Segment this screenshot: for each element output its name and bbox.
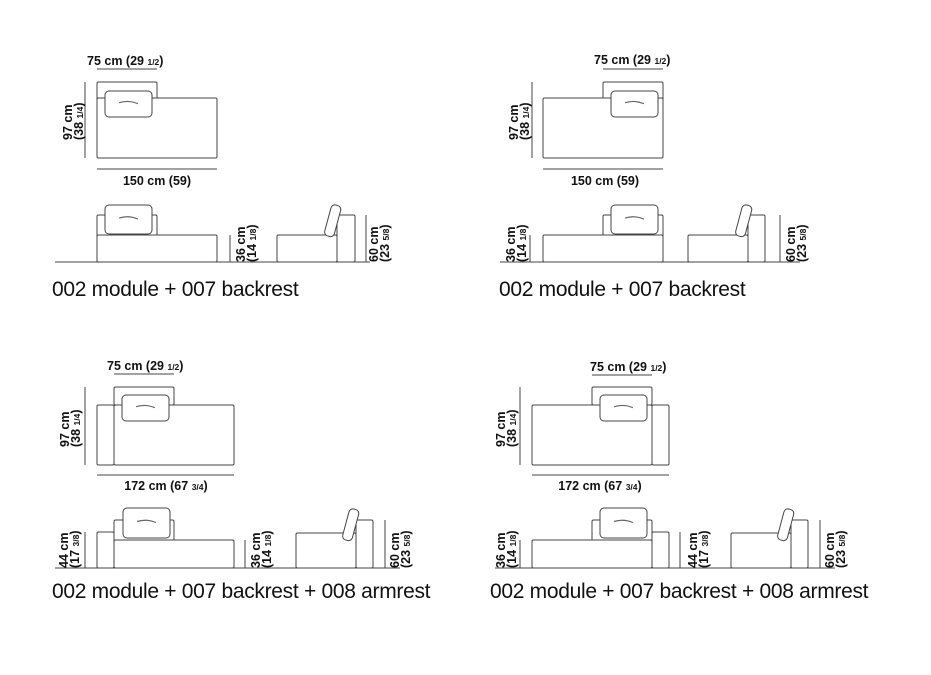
dimension-label: 172 cm (67 3/4) — [124, 479, 207, 493]
dimension-label: 60 cm(23 5/8) — [823, 530, 848, 568]
dimension-label: 60 cm(23 5/8) — [388, 530, 413, 568]
dimension-label: 172 cm (67 3/4) — [558, 479, 641, 493]
dimension-label: 44 cm(17 3/8) — [57, 530, 82, 568]
dimension-label: 36 cm(14 1/8) — [249, 530, 274, 568]
side-view-back — [336, 214, 356, 263]
dimension-label: 97 cm(38 1/4) — [61, 102, 86, 140]
stitch-line — [613, 404, 634, 409]
stitch-line — [135, 404, 156, 409]
dimension-label: 75 cm (29 1/2) — [107, 359, 183, 373]
backrest-cushion — [104, 90, 153, 118]
backrest-cushion — [610, 90, 659, 118]
dimension-label: 36 cm(14 1/8) — [504, 224, 529, 262]
front-view-seat — [531, 539, 653, 569]
config-3: 75 cm (29 1/2) 97 cm(38 1/4) 172 cm (67 3/… — [52, 359, 431, 603]
dimension-label: 75 cm (29 1/2) — [590, 360, 666, 374]
dimension-label: 36 cm(14 1/8) — [494, 530, 519, 568]
config-1: 75 cm (29 1/2) 97 cm(38 1/4) 150 cm (59) 36… — [52, 54, 392, 301]
dimension-label: 36 cm(14 1/8) — [234, 224, 259, 262]
stitch-line — [624, 100, 645, 105]
config-2: 75 cm (29 1/2) 97 cm(38 1/4) 150 cm (59) 36… — [499, 53, 809, 301]
side-view-armrest — [355, 519, 374, 569]
side-view-seat — [687, 234, 749, 263]
config-4: 75 cm (29 1/2) 97 cm(38 1/4) 172 cm (67 3/… — [490, 360, 869, 603]
backrest-cushion — [104, 204, 153, 235]
dimension-label: 44 cm(17 3/8) — [686, 530, 711, 568]
backrest-cushion-side — [324, 204, 342, 238]
top-view-armrest — [96, 404, 115, 466]
dimension-label: 97 cm(38 1/4) — [507, 102, 532, 140]
dimension-label: 97 cm(38 1/4) — [494, 409, 519, 447]
stitch-line — [136, 519, 157, 524]
configuration-caption: 002 module + 007 backrest + 008 armrest — [52, 580, 431, 603]
dimension-label: 75 cm (29 1/2) — [87, 54, 163, 68]
backrest-cushion — [599, 507, 648, 539]
dimension-label: 150 cm (59) — [123, 174, 191, 188]
stitch-line — [624, 216, 645, 220]
backrest-cushion — [122, 507, 171, 539]
backrest-cushion — [599, 394, 648, 422]
side-view-back — [747, 214, 766, 263]
backrest-cushion-side — [777, 508, 795, 542]
dimension-label: 60 cm(23 5/8) — [784, 224, 809, 262]
dimension-label: 97 cm(38 1/4) — [58, 409, 83, 447]
backrest-cushion — [121, 394, 170, 422]
backrest-cushion — [610, 204, 659, 235]
front-view-seat — [96, 234, 218, 263]
front-view-armrest — [96, 531, 115, 569]
top-view-armrest — [651, 404, 670, 466]
dimension-label: 75 cm (29 1/2) — [594, 53, 670, 67]
backrest-cushion-side — [342, 508, 360, 542]
side-view-seat — [276, 234, 338, 263]
configuration-caption: 002 module + 007 backrest + 008 armrest — [490, 580, 869, 603]
dimension-label: 150 cm (59) — [571, 174, 639, 188]
stitch-line — [118, 216, 139, 220]
configuration-caption: 002 module + 007 backrest — [499, 278, 746, 301]
stitch-line — [613, 519, 634, 524]
side-view-armrest — [790, 519, 809, 569]
dimension-label: 60 cm(23 5/8) — [367, 224, 392, 262]
backrest-cushion-side — [735, 204, 753, 238]
configuration-caption: 002 module + 007 backrest — [52, 278, 299, 301]
front-view-seat — [542, 234, 664, 263]
stitch-line — [118, 100, 139, 105]
front-view-armrest — [651, 531, 670, 569]
front-view-seat — [113, 539, 235, 569]
